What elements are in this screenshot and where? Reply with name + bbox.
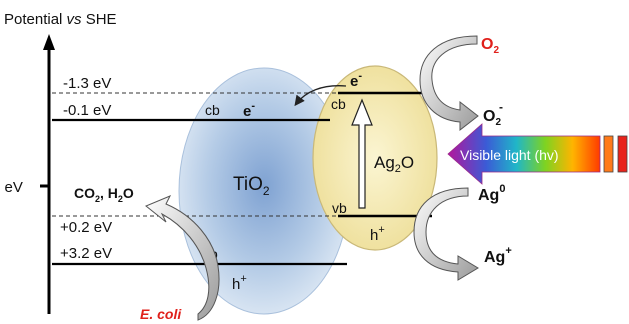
ag2o-electron: e- [350,70,362,90]
o2-reduction-arrow-icon [419,35,479,132]
visible-light-arrow-icon [447,123,601,185]
ag2o-particle [312,65,438,251]
level-label-ag2o-cb: -1.3 eV [63,75,111,92]
level-label-ag2o-vb: +0.2 eV [60,219,112,236]
ag2o-hole: h+ [370,224,385,244]
o2-label: O2 [481,36,499,56]
degradation-arrow-icon [145,195,220,321]
ag2o-vb-label: vb [332,200,347,216]
ag2o-cb-label: cb [331,96,346,112]
tio2-cb-label: cb [205,102,220,118]
products-label: CO2, H2O [74,185,134,204]
axis-title: Potential vs SHE [4,11,117,28]
light-bar-1-icon [603,135,614,173]
e-coli-label: E. coli [140,306,182,322]
visible-light-label: Visible light (hv) [460,147,559,163]
superoxide-label: O2- [483,100,503,128]
level-label-zero: 0 eV [0,179,23,196]
tio2-label: TiO2 [233,174,270,198]
tio2-electron: e- [243,100,255,120]
level-label-tio2-vb: +3.2 eV [60,245,112,262]
ag2o-label: Ag2O [374,153,414,175]
ag0-label: Ag0 [478,183,505,204]
level-label-tio2-cb: -0.1 eV [63,102,111,119]
electron-transfer-arrow-icon [294,85,347,107]
tio2-hole: h+ [232,273,247,293]
ag-plus-label: Ag+ [484,245,512,266]
axis-arrow-icon [43,34,55,50]
light-bar-2-icon [617,135,628,173]
ag-oxidation-arrow-icon [413,187,479,281]
excitation-arrow-icon [351,98,373,209]
